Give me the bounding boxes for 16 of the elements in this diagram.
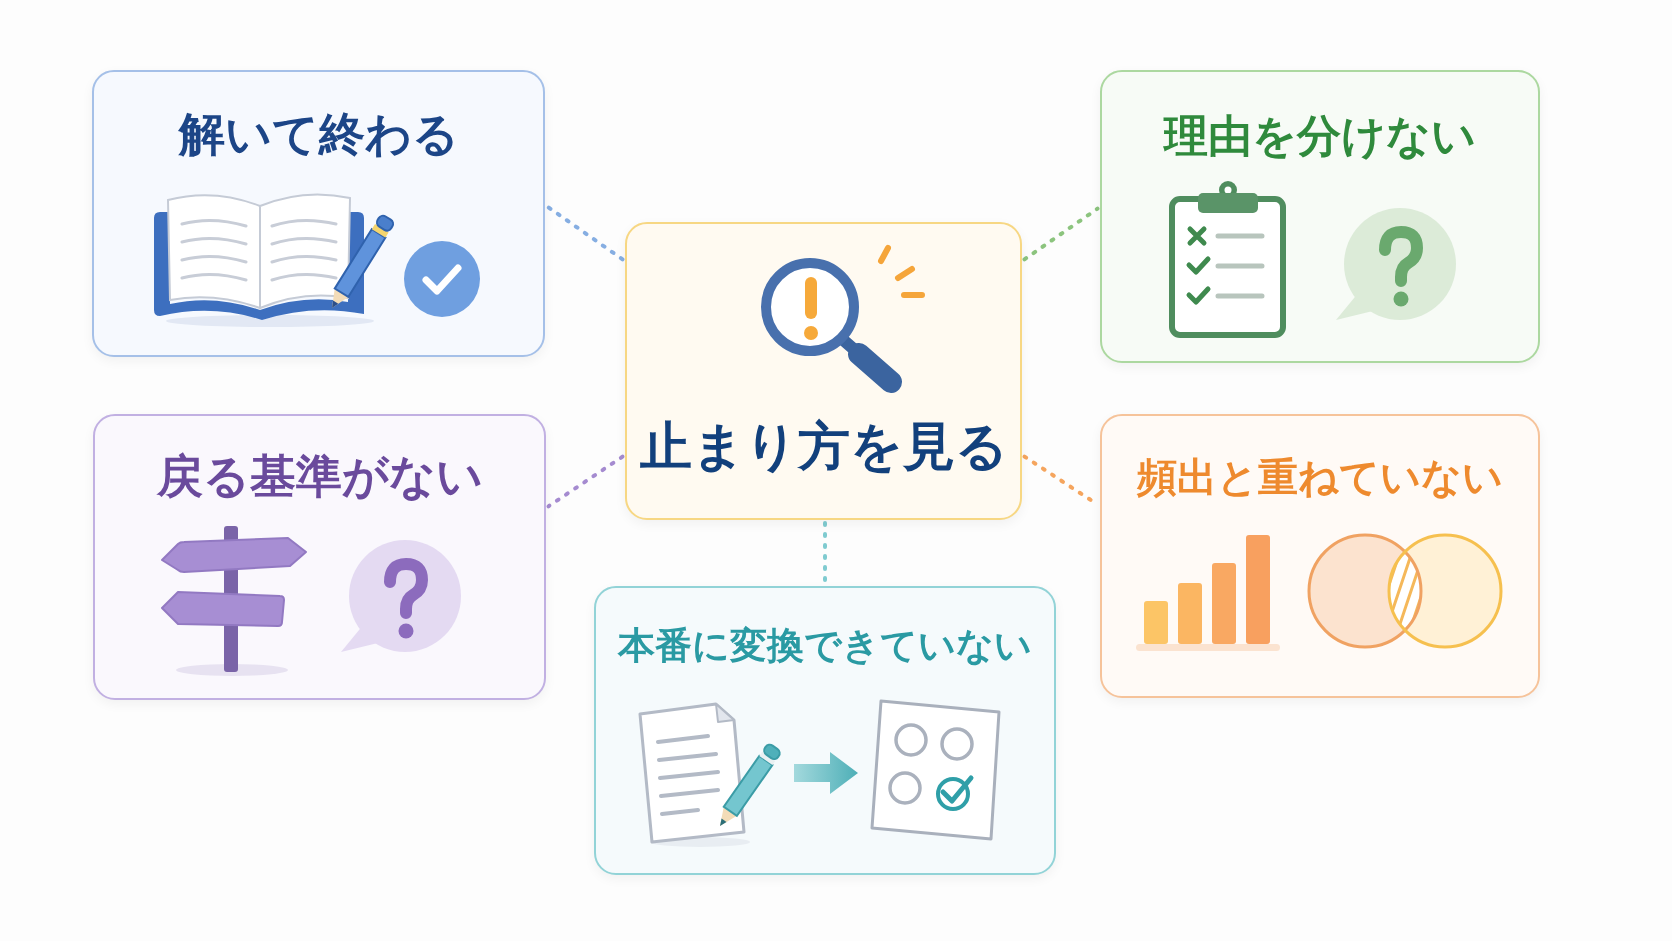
topic-card [93, 414, 546, 700]
topic-card [1100, 70, 1540, 363]
dotted-connector [545, 204, 625, 262]
topic-card [594, 586, 1056, 875]
topic-card [92, 70, 545, 357]
dotted-connector [823, 521, 827, 585]
card-title: 頻出と重ねていない [1137, 452, 1503, 501]
dotted-connector [546, 454, 625, 509]
card-title: 解いて終わる [178, 106, 459, 162]
dotted-connector [1022, 206, 1100, 262]
topic-card [1100, 414, 1540, 698]
center-title: 止まり方を見る [639, 414, 1008, 477]
card-title: 本番に変換できていない [618, 623, 1032, 668]
card-title: 戻る基準がない [156, 448, 483, 504]
topic-card [625, 222, 1022, 520]
card-title: 理由を分けない [1164, 109, 1476, 163]
